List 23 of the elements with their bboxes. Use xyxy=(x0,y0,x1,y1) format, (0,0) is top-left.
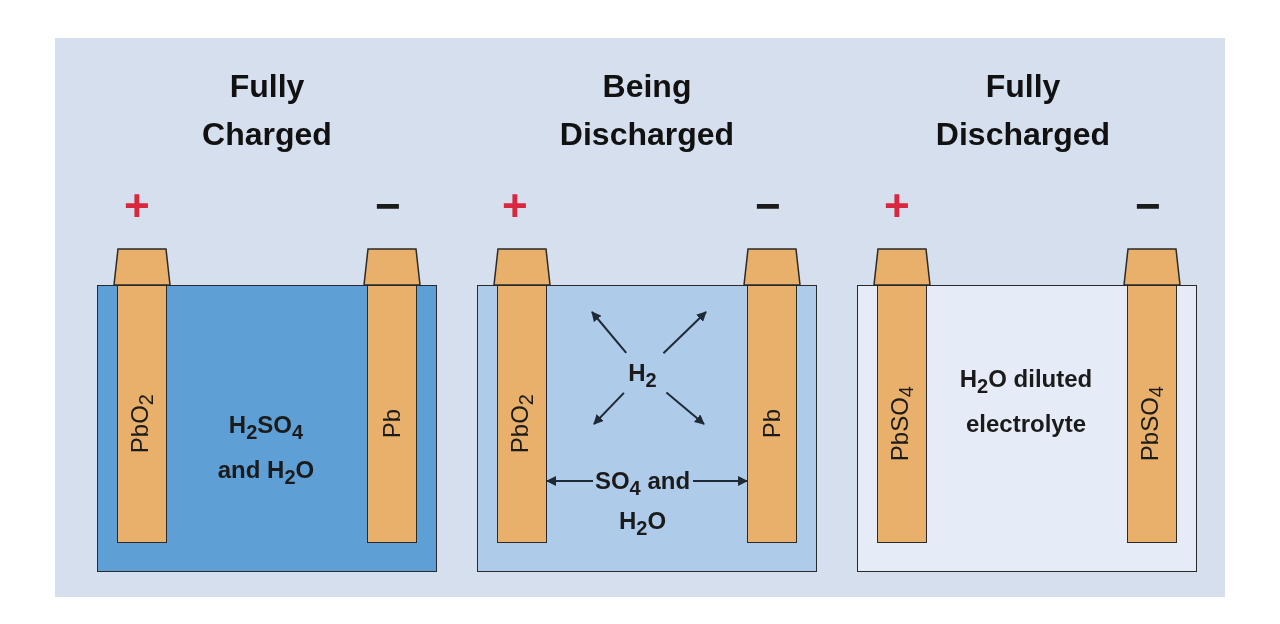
electrolyte-tank xyxy=(857,285,1197,572)
electrolyte-tank xyxy=(97,285,437,572)
arrow xyxy=(692,476,748,486)
chemical-label: H$_{2}$ xyxy=(619,355,666,390)
positive-sign: + xyxy=(124,184,150,228)
electrolyte-label: H$_{2}$O diluted electrolyte xyxy=(959,364,1093,439)
positive-sign: + xyxy=(502,184,528,228)
electrolyte-label: H$_{2}$SO$_{4}$ and H$_{2}$O xyxy=(216,410,316,490)
negative-sign: − xyxy=(755,184,781,228)
arrow xyxy=(665,391,705,425)
negative-sign: − xyxy=(375,184,401,228)
electrode-label: Pb xyxy=(757,408,786,439)
electrolyte-tank xyxy=(477,285,817,572)
negative-sign: − xyxy=(1135,184,1161,228)
arrow xyxy=(546,476,594,486)
arrow xyxy=(662,311,707,355)
state-title: Fully Discharged xyxy=(934,67,1112,154)
state-title: Fully Charged xyxy=(201,67,333,154)
arrow xyxy=(591,311,628,354)
arrow xyxy=(593,391,625,425)
state-title: Being Discharged xyxy=(558,67,736,154)
positive-sign: + xyxy=(884,184,910,228)
electrode-label: Pb xyxy=(377,408,406,439)
